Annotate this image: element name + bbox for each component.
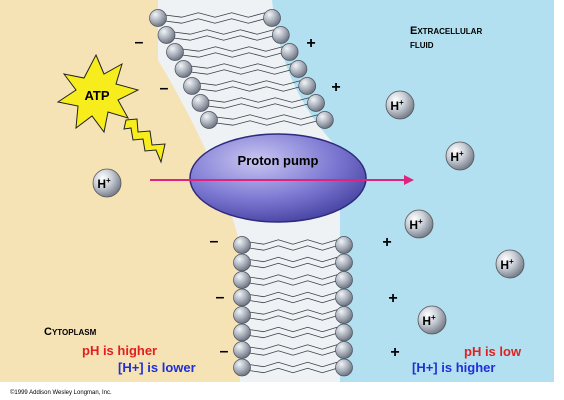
phospholipid-head [174,60,193,78]
hydrogen-ion-label: H+ [97,176,111,191]
phospholipid-head [233,271,251,289]
extracellular-ph-note: pH is low [464,344,522,359]
lipid-tail [248,297,338,304]
cytoplasm-label: Cytoplasm [44,326,97,338]
lightning-bolt-icon [123,118,166,164]
cytoplasm-ph-note: pH is higher [82,343,157,358]
lipid-tail [248,274,338,280]
plus-sign: + [388,290,397,307]
lipid-tail [215,114,318,120]
phospholipid-head [166,43,184,61]
hydrogen-ion: H+ [404,209,434,239]
minus-sign: – [220,343,229,360]
lipid-tail [248,332,338,339]
phospholipid-head [233,236,251,254]
minus-sign: – [135,34,144,51]
lipid-tail [181,52,283,58]
lipid-tail [190,63,292,69]
phospholipid-head [280,43,299,61]
phospholipid-head [335,236,353,254]
phospholipid-head [335,306,353,324]
lipid-tail [173,35,274,41]
minus-sign: – [210,233,219,250]
plus-sign: + [382,234,391,251]
extracellular-label-line2: fluid [410,39,434,51]
phospholipid-head [298,77,317,95]
phospholipid-head [335,253,353,272]
hydrogen-ion-label: H+ [422,313,436,328]
lipid-tail [248,245,338,251]
plus-sign: + [331,79,340,96]
lipid-tail [248,309,338,315]
proton-pump-label: Proton pump [238,153,319,168]
lipid-tail [248,280,338,286]
phospholipid-head [263,9,281,27]
hydrogen-ion-label: H+ [500,257,514,272]
lipid-tail [164,12,266,18]
lipid-tail [248,239,338,245]
bottom-strip [0,382,564,400]
phospholipid-head [233,253,251,272]
lipid-tail [248,262,338,269]
lipid-tail [248,350,338,356]
lipid-tail [248,326,338,333]
lipid-tail [173,29,274,35]
phospholipid-head [149,9,167,27]
lipid-tail [190,69,292,75]
phospholipid-head [335,358,353,377]
lipid-tail [207,103,310,109]
phospholipid-head [233,358,251,377]
cytoplasm-h-note: [H+] is lower [118,360,196,375]
copyright-notice: ©1999 Addison Wesley Longman, Inc. [10,389,112,396]
plus-sign: + [390,344,399,361]
lipid-tail [248,291,338,298]
hydrogen-ion: H+ [445,141,475,171]
extracellular-h-note: [H+] is higher [412,360,495,375]
phospholipid-head [335,271,353,289]
hydrogen-ion: H+ [417,305,447,335]
lipid-tail [248,344,338,350]
lipid-tail [248,256,338,263]
atp-label: ATP [84,88,109,103]
extracellular-label-line1: Extracellular [410,25,482,37]
lipid-tail [248,367,338,374]
lipid-bilayer [149,9,353,377]
phospholipid-head [335,341,353,359]
lipid-tail [248,361,338,368]
phospholipid-head [233,288,251,307]
lipid-tail [181,46,283,52]
phospholipid-head [233,341,251,359]
phospholipid-head [233,323,251,342]
minus-sign: – [160,80,169,97]
hydrogen-ion: H+ [495,249,525,279]
lipid-tail [248,315,338,321]
phospholipid-head [315,111,334,129]
lipid-tail [215,120,318,126]
phospholipid-head [157,26,176,44]
phospholipid-head [271,26,290,44]
phospholipid-head [289,60,308,78]
phospholipid-head [183,77,201,95]
phospholipid-head [335,323,353,342]
atp-burst-icon [56,53,140,134]
lipid-tail [164,18,266,24]
phospholipid-head [233,306,251,324]
phospholipid-head [191,94,210,112]
lipid-tail [207,97,310,103]
hydrogen-ion-label: H+ [409,217,423,232]
phospholipid-head [200,111,218,129]
hydrogen-ion-label: H+ [450,149,464,164]
lipid-tail [198,86,301,92]
phospholipid-head [307,94,325,112]
minus-sign: – [216,289,225,306]
lipid-tail [198,80,301,86]
hydrogen-ion: H+ [385,90,415,120]
hydrogen-ion: H+ [92,168,122,198]
proton-pump [189,133,367,223]
plus-sign: + [306,35,315,52]
hydrogen-ion-label: H+ [390,98,404,113]
phospholipid-head [335,288,353,307]
